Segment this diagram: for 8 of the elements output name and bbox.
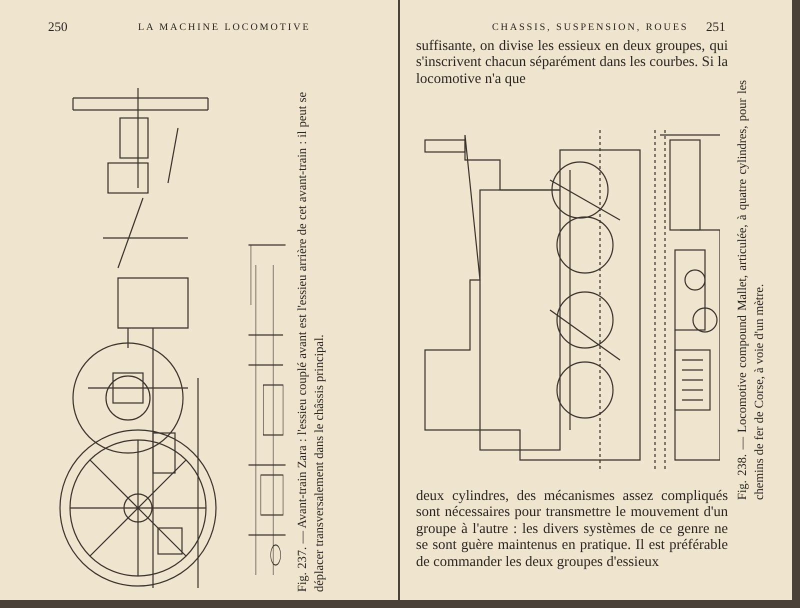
figure-caption: Fig. 238. — Locomotive compound Mallet, articulée, à quatre cylindres, pour les chemins de fer de Corse, à voie d'un mètre. <box>734 80 767 500</box>
page-number: 250 <box>48 20 68 35</box>
body-paragraph: suffisante, on divise les essieux en deux groupes, qui s'inscrivent chacun séparément dans les courbes. Si la locomotive n'a que <box>416 38 728 88</box>
running-header: LA MACHINE LOCOMOTIVE <box>138 22 311 34</box>
page-number: 251 <box>706 20 726 35</box>
running-header: CHASSIS, SUSPENSION, ROUES <box>492 22 688 34</box>
body-paragraph: deux cylindres, des mécanismes assez compliqués sont nécessaires pour transmettre le mouvement d'un groupe à l'autre : les divers systèmes de ce genre ne se sont guère maintenus en pratique. Il est préférable de commander les deux groupes d'essieux <box>416 488 728 570</box>
figure-caption: Fig. 237. — Avant-train Zara : l'essieu couplé avant est l'essieu arrière de cet avant-train : il peut se déplacer transversalement dans le châssis principal. <box>294 92 327 592</box>
